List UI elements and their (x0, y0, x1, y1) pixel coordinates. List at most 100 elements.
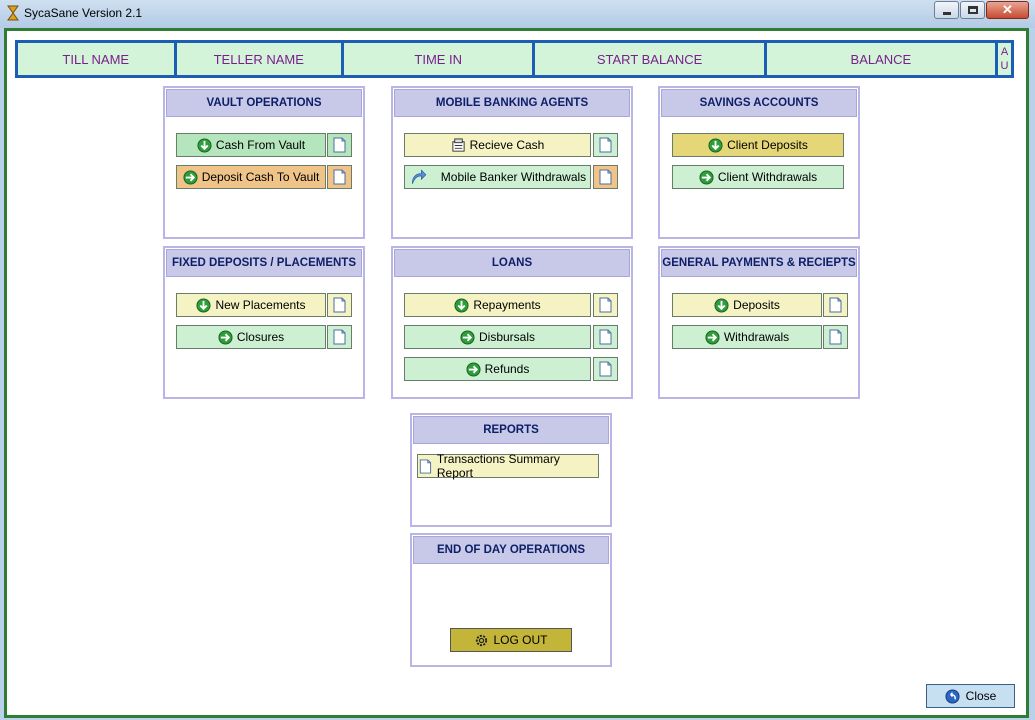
client-deposits-button[interactable]: Client Deposits (672, 133, 844, 157)
cash-from-vault-button[interactable]: Cash From Vault (176, 133, 326, 157)
cash-from-vault-label: Cash From Vault (215, 138, 306, 152)
refunds-button[interactable]: Refunds (404, 357, 591, 381)
header-teller-name: TELLER NAME (176, 43, 342, 75)
mobile-banker-withdrawals-label: Mobile Banker Withdrawals (440, 170, 587, 184)
closures-report-button[interactable] (327, 325, 352, 349)
new-placements-label: New Placements (215, 298, 306, 312)
document-icon (599, 297, 612, 313)
gear-icon (476, 634, 488, 646)
document-icon (333, 297, 346, 313)
disbursals-label: Disbursals (478, 330, 535, 344)
document-icon (599, 361, 612, 377)
document-icon (419, 458, 432, 474)
arrow-down-icon (197, 137, 212, 153)
mobile-banker-withdrawals-button[interactable]: Mobile Banker Withdrawals (404, 165, 591, 189)
receive-cash-report-button[interactable] (593, 133, 618, 157)
maximize-icon (968, 6, 978, 14)
arrow-right-icon (466, 361, 481, 377)
document-icon (333, 137, 346, 153)
document-icon (599, 137, 612, 153)
closures-button[interactable]: Closures (176, 325, 326, 349)
loans-title: LOANS (394, 249, 630, 277)
fixed-deposits-panel: FIXED DEPOSITS / PLACEMENTS New Placemen… (163, 246, 365, 399)
log-out-button[interactable]: LOG OUT (450, 628, 572, 652)
close-label: Close (965, 689, 997, 703)
header-truncated-bottom: U (1000, 60, 1009, 72)
mobile-banking-agents-panel: MOBILE BANKING AGENTS Recieve Cash Mobil… (391, 86, 633, 239)
header-truncated-column: A U (998, 43, 1011, 75)
general-deposits-button[interactable]: Deposits (672, 293, 822, 317)
cash-register-icon (452, 137, 465, 152)
document-icon (829, 329, 842, 345)
transactions-summary-report-button[interactable]: Transactions Summary Report (417, 452, 599, 480)
minimize-icon (943, 12, 951, 15)
header-time-in: TIME IN (344, 43, 533, 75)
client-withdrawals-label: Client Withdrawals (717, 170, 818, 184)
client-deposits-label: Client Deposits (727, 138, 808, 152)
window-controls: ✕ (933, 1, 1029, 19)
repayments-button[interactable]: Repayments (404, 293, 591, 317)
receive-cash-button[interactable]: Recieve Cash (404, 133, 591, 157)
receive-cash-label: Recieve Cash (469, 138, 545, 152)
new-placements-report-button[interactable] (327, 293, 352, 317)
closures-label: Closures (236, 330, 285, 344)
mobile-banking-agents-title: MOBILE BANKING AGENTS (394, 89, 630, 117)
arrow-down-icon (454, 297, 469, 313)
savings-accounts-title: SAVINGS ACCOUNTS (661, 89, 857, 117)
fixed-deposits-title: FIXED DEPOSITS / PLACEMENTS (166, 249, 362, 277)
deposit-cash-to-vault-report-button[interactable] (327, 165, 352, 189)
vault-operations-title: VAULT OPERATIONS (166, 89, 362, 117)
back-arrow-icon (945, 688, 960, 704)
arrow-down-icon (196, 297, 211, 313)
transactions-summary-report-label: Transactions Summary Report (436, 452, 560, 480)
loans-panel: LOANS Repayments Disbursals Refunds (391, 246, 633, 399)
repayments-report-button[interactable] (593, 293, 618, 317)
savings-accounts-panel: SAVINGS ACCOUNTS Client Deposits Client … (658, 86, 860, 239)
document-icon (599, 329, 612, 345)
arrow-right-icon (705, 329, 720, 345)
refunds-report-button[interactable] (593, 357, 618, 381)
general-withdrawals-label: Withdrawals (723, 330, 790, 344)
general-deposits-report-button[interactable] (823, 293, 848, 317)
app-logo-icon (7, 5, 19, 21)
redo-arrow-icon (411, 169, 427, 184)
header-truncated-top: A (1000, 46, 1009, 58)
header-balance: BALANCE (766, 43, 996, 75)
window-title: SycaSane Version 2.1 (24, 6, 143, 20)
general-withdrawals-button[interactable]: Withdrawals (672, 325, 822, 349)
close-x-icon: ✕ (1002, 2, 1013, 17)
window-close-button[interactable]: ✕ (986, 1, 1029, 19)
log-out-label: LOG OUT (493, 633, 548, 647)
maximize-button[interactable] (960, 1, 985, 19)
general-withdrawals-report-button[interactable] (823, 325, 848, 349)
arrow-right-icon (460, 329, 475, 345)
minimize-button[interactable] (934, 1, 959, 19)
end-of-day-panel: END OF DAY OPERATIONS LOG OUT (410, 533, 612, 667)
deposit-cash-to-vault-button[interactable]: Deposit Cash To Vault (176, 165, 326, 189)
client-withdrawals-button[interactable]: Client Withdrawals (672, 165, 844, 189)
title-bar: SycaSane Version 2.1 ✕ (0, 0, 1035, 28)
refunds-label: Refunds (484, 362, 530, 376)
disbursals-report-button[interactable] (593, 325, 618, 349)
arrow-right-icon (699, 169, 714, 185)
arrow-right-icon (183, 169, 198, 185)
general-payments-panel: GENERAL PAYMENTS & RECIEPTS Deposits Wit… (658, 246, 860, 399)
close-button[interactable]: Close (926, 684, 1015, 708)
document-icon (599, 169, 612, 185)
general-payments-title: GENERAL PAYMENTS & RECIEPTS (661, 249, 857, 277)
new-placements-button[interactable]: New Placements (176, 293, 326, 317)
end-of-day-title: END OF DAY OPERATIONS (413, 536, 609, 564)
reports-title: REPORTS (413, 416, 609, 444)
header-start-balance: START BALANCE (535, 43, 764, 75)
header-till-name: TILL NAME (18, 43, 174, 75)
teller-info-header: TILL NAME TELLER NAME TIME IN START BALA… (15, 40, 1014, 78)
cash-from-vault-report-button[interactable] (327, 133, 352, 157)
disbursals-button[interactable]: Disbursals (404, 325, 591, 349)
mobile-banker-withdrawals-report-button[interactable] (593, 165, 618, 189)
deposit-cash-to-vault-label: Deposit Cash To Vault (201, 170, 320, 184)
main-window: TILL NAME TELLER NAME TIME IN START BALA… (4, 28, 1029, 718)
arrow-down-icon (714, 297, 729, 313)
reports-panel: REPORTS Transactions Summary Report (410, 413, 612, 527)
arrow-down-icon (708, 137, 723, 153)
vault-operations-panel: VAULT OPERATIONS Cash From Vault Deposit… (163, 86, 365, 239)
